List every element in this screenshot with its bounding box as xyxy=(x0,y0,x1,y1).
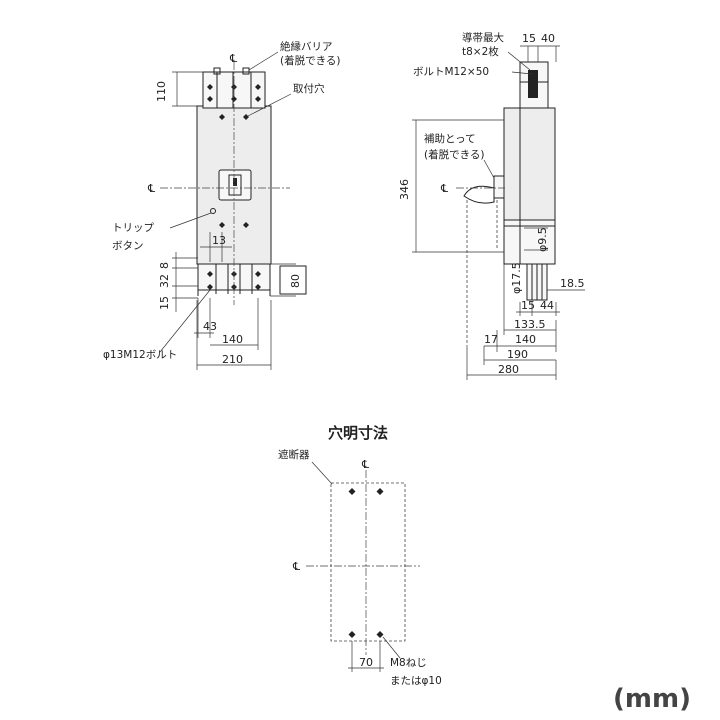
breaker-body-side xyxy=(503,107,556,221)
side-view: ℄ 15 40 導帯最大 t8×2枚 ボルトM12×50 346 補助とって (… xyxy=(398,31,585,380)
label-barrier-detachable: (着脱できる) xyxy=(280,54,340,67)
label-conductor-size: t8×2枚 xyxy=(462,45,499,58)
centerline-symbol-cutout-top: ℄ xyxy=(361,458,369,471)
dim-15-side-bottom: 15 xyxy=(521,299,535,312)
top-terminal-holes xyxy=(207,84,261,102)
mounting-hole-bottom-right xyxy=(243,222,249,228)
centerline-symbol-top: ℄ xyxy=(229,52,237,65)
dim-70: 70 xyxy=(359,656,373,669)
dim-phi-17-5: φ17.5 xyxy=(510,262,523,294)
cutout-outline xyxy=(330,482,406,642)
handle xyxy=(228,174,242,196)
label-trip-button: ボタン xyxy=(112,240,144,252)
dim-15: 15 xyxy=(158,296,171,310)
dim-17: 17 xyxy=(484,333,498,346)
centerline-symbol-cutout-left: ℄ xyxy=(292,560,300,573)
handle-side xyxy=(493,175,505,199)
centerline-symbol-side: ℄ xyxy=(440,182,448,195)
label-breaker: 遮断器 xyxy=(278,448,310,461)
label-trip: トリップ xyxy=(112,222,154,234)
unit-label: (mm) xyxy=(613,684,691,714)
auxiliary-handle xyxy=(463,185,495,204)
dim-110: 110 xyxy=(155,81,168,102)
trip-button xyxy=(210,208,216,214)
centerline-symbol-left: ℄ xyxy=(147,182,155,195)
mounting-hole-top-right xyxy=(243,114,249,120)
label-aux-handle: 補助とって xyxy=(424,132,476,145)
dim-280: 280 xyxy=(498,363,519,376)
label-screw-alt: またはφ10 xyxy=(390,675,442,687)
dim-13: 13 xyxy=(212,234,226,247)
mounting-hole-top-left xyxy=(219,114,225,120)
mounting-hole-bottom-left xyxy=(219,222,225,228)
label-conductor-max: 導帯最大 xyxy=(462,31,504,44)
dim-80: 80 xyxy=(289,274,302,288)
dim-8: 8 xyxy=(158,262,171,269)
label-aux-handle-detachable: (着脱できる) xyxy=(424,148,484,161)
cutout-hole-bottom-left xyxy=(348,631,356,638)
dim-140-side: 140 xyxy=(515,333,536,346)
dim-18-5: 18.5 xyxy=(560,277,585,290)
cutout-hole-bottom-right xyxy=(376,631,384,638)
cutout-hole-top-left xyxy=(348,488,356,495)
label-screw: M8ねじ xyxy=(390,657,427,669)
dim-80-box xyxy=(279,265,307,295)
label-mounting-hole: 取付穴 xyxy=(293,82,325,95)
dim-346: 346 xyxy=(398,179,411,200)
cutout-title: 穴明寸法 xyxy=(328,424,388,442)
dim-32: 32 xyxy=(158,274,171,288)
dim-140-front: 140 xyxy=(222,333,243,346)
dim-15-side-top: 15 xyxy=(522,32,536,45)
label-bolt-front: φ13M12ボルト xyxy=(103,349,177,361)
dim-190: 190 xyxy=(507,348,528,361)
label-barrier: 絶縁バリア xyxy=(280,40,333,53)
cutout-hole-top-right xyxy=(376,488,384,495)
dim-phi-9-5: φ9.5 xyxy=(536,227,549,252)
bottom-terminal-side xyxy=(503,219,556,265)
dim-210-front: 210 xyxy=(222,353,243,366)
dim-40-side-top: 40 xyxy=(541,32,555,45)
dim-44: 44 xyxy=(540,299,554,312)
label-bolt-side: ボルトM12×50 xyxy=(413,66,489,78)
front-view: ℄ ℄ 110 絶縁バリア (着脱できる) 取付穴 トリップ ボタン 13 8 … xyxy=(103,40,340,370)
dim-133-5: 133.5 xyxy=(514,318,546,331)
dim-43: 43 xyxy=(203,320,217,333)
panel-cutout-view: 穴明寸法 ℄ ℄ 遮断器 70 M8ねじ またはφ10 xyxy=(278,424,442,687)
